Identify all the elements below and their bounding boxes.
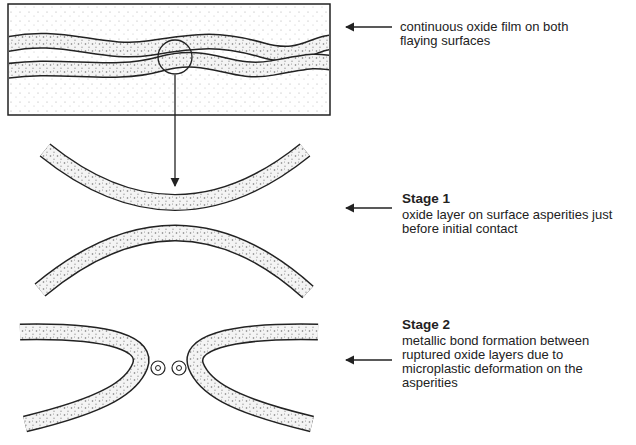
- pointer-arrows: [346, 27, 392, 360]
- asperity-oxide-layers: [40, 150, 308, 292]
- stage-heading: Stage 1: [402, 192, 602, 206]
- annotation: metallic bond formation between ruptured…: [402, 334, 617, 390]
- zoom-arrow: [174, 75, 175, 186]
- annotation: oxide layer on surface asperities just b…: [402, 208, 627, 236]
- metal-atoms: [151, 361, 186, 375]
- annotation: continuous oxide film on both flaying su…: [400, 20, 600, 48]
- ruptured-oxide-layers: [20, 332, 318, 424]
- stage-heading: Stage 2: [402, 318, 602, 332]
- metal-block: [0, 4, 340, 115]
